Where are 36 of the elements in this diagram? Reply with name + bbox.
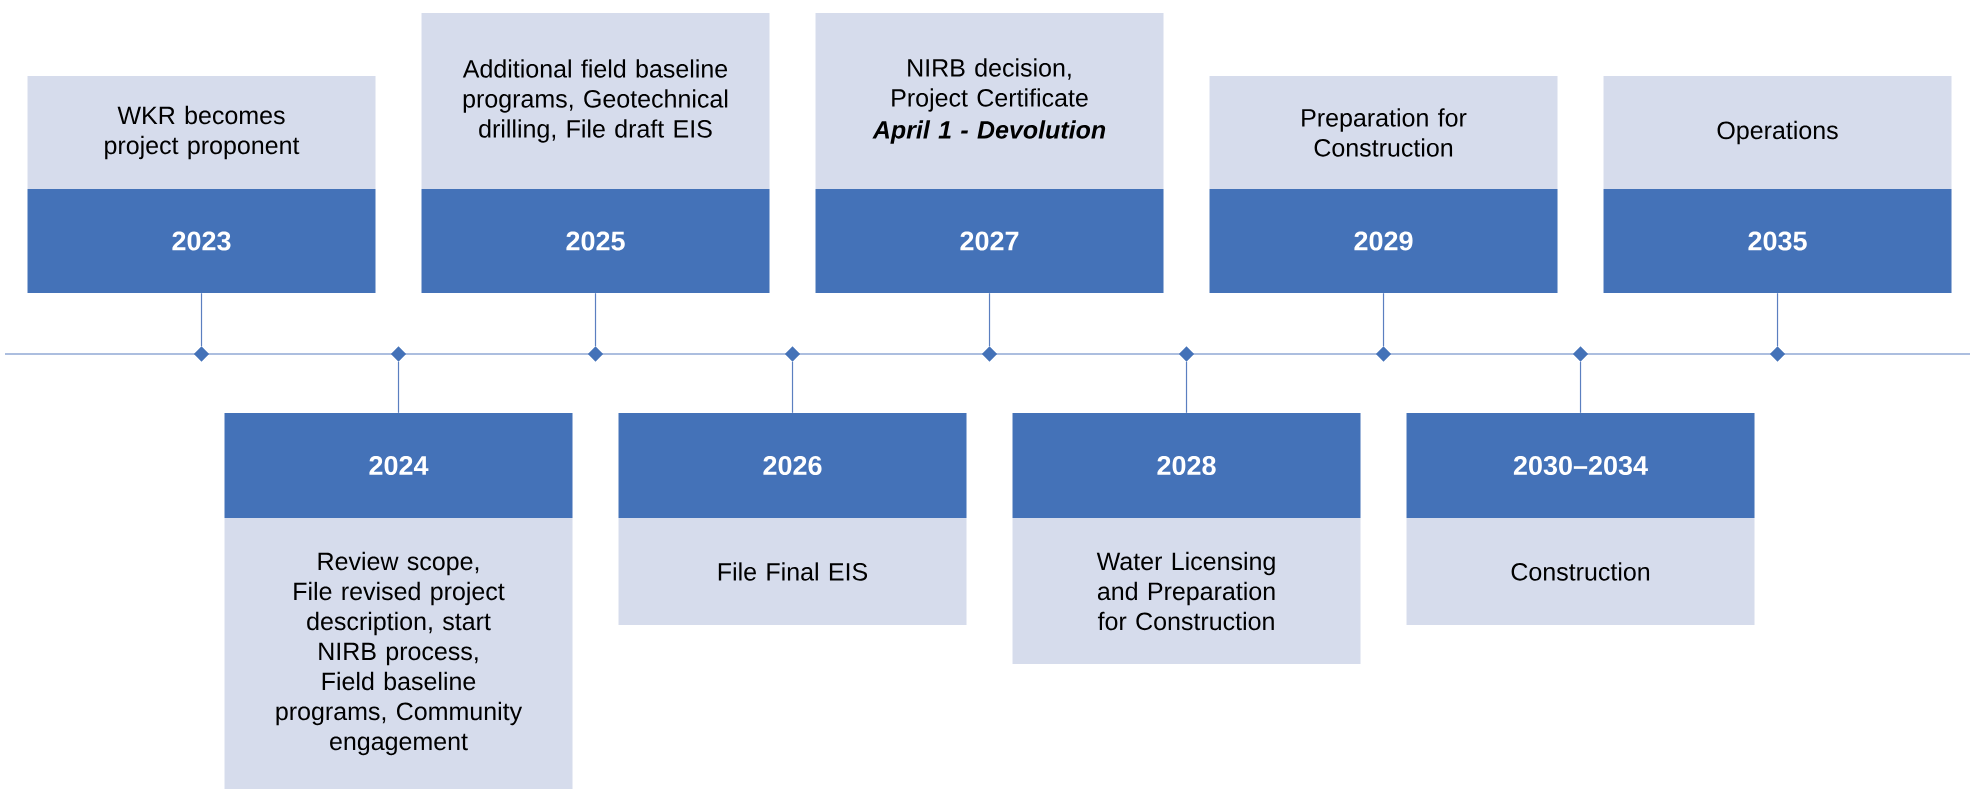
year-box: 2024 (224, 413, 573, 518)
description-box: NIRB decision, Project Certificate April 1 - Devolution (815, 13, 1164, 189)
timeline-marker (1178, 346, 1195, 362)
year-box: 2028 (1012, 413, 1361, 518)
year-box: 2026 (618, 413, 967, 518)
connector-line (1579, 361, 1582, 414)
connector-line (200, 292, 203, 347)
connector-line (397, 361, 400, 414)
description-box: Operations (1603, 76, 1952, 189)
description-box: Water Licensing and Preparation for Construction (1012, 518, 1361, 664)
year-box: 2025 (421, 189, 770, 293)
year-box: 2035 (1603, 189, 1952, 293)
year-box: 2027 (815, 189, 1164, 293)
timeline-marker (784, 346, 801, 362)
year-box: 2030–2034 (1406, 413, 1755, 518)
connector-line (988, 292, 991, 347)
timeline-marker (1769, 346, 1786, 362)
timeline-marker (390, 346, 407, 362)
connector-line (1776, 292, 1779, 347)
description-box: Review scope, File revised project description, start NIRB process, Field baseline programs, Community engagement (224, 518, 573, 789)
timeline-marker (587, 346, 604, 362)
timeline-marker (1375, 346, 1392, 362)
description-box: Construction (1406, 518, 1755, 625)
year-box: 2023 (27, 189, 376, 293)
connector-line (791, 361, 794, 414)
timeline-marker (193, 346, 210, 362)
timeline-marker (1572, 346, 1589, 362)
year-box: 2029 (1209, 189, 1558, 293)
connector-line (1382, 292, 1385, 347)
description-box: Preparation for Construction (1209, 76, 1558, 189)
timeline-marker (981, 346, 998, 362)
connector-line (1185, 361, 1188, 414)
connector-line (594, 292, 597, 347)
description-box: File Final EIS (618, 518, 967, 625)
description-box: Additional field baseline programs, Geotechnical drilling, File draft EIS (421, 13, 770, 189)
description-box: WKR becomes project proponent (27, 76, 376, 189)
